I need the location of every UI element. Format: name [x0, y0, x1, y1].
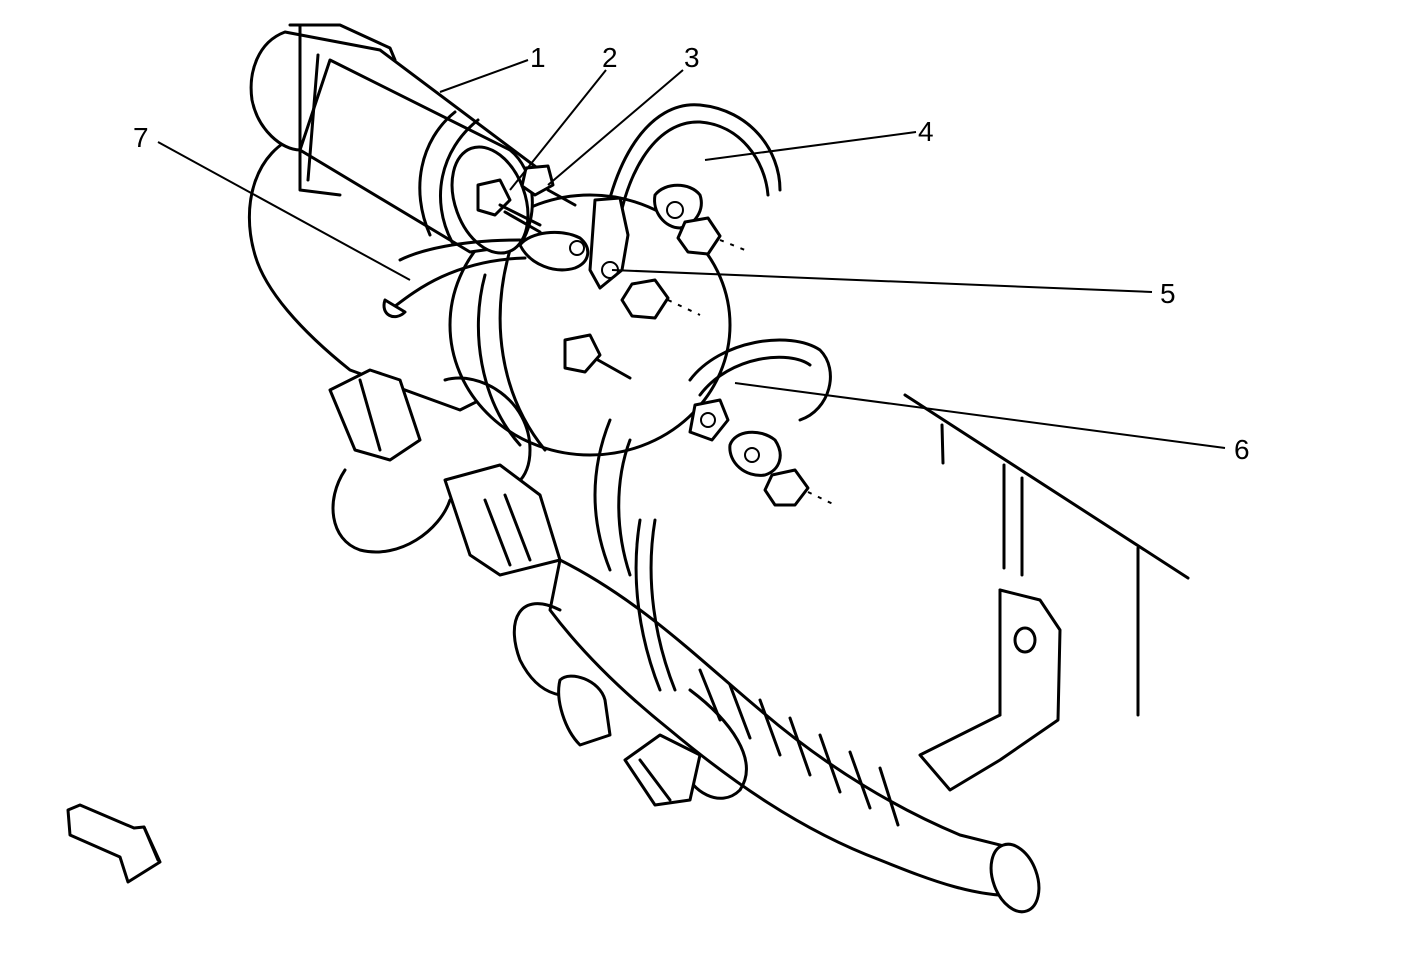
wiring-harness: [548, 418, 1041, 914]
callout-leaders: [157, 59, 1226, 449]
callout-6: 6: [1234, 434, 1250, 465]
starter-motor: [247, 133, 732, 457]
callout-labels: 1 2 3 4 5 6 7: [133, 42, 1250, 465]
frame-lines: [903, 393, 1190, 717]
callout-1: 1: [530, 42, 546, 73]
direction-arrow-icon: [66, 803, 162, 884]
callout-2: 2: [602, 42, 618, 73]
terminals: [476, 164, 836, 507]
solenoid: [249, 23, 542, 255]
harness-bracket: [918, 588, 1062, 792]
cable-loops: [331, 103, 832, 800]
callout-3: 3: [684, 42, 700, 73]
callout-5: 5: [1160, 278, 1176, 309]
connectors: [328, 368, 702, 807]
callout-4: 4: [918, 116, 934, 147]
callout-7: 7: [133, 122, 149, 153]
